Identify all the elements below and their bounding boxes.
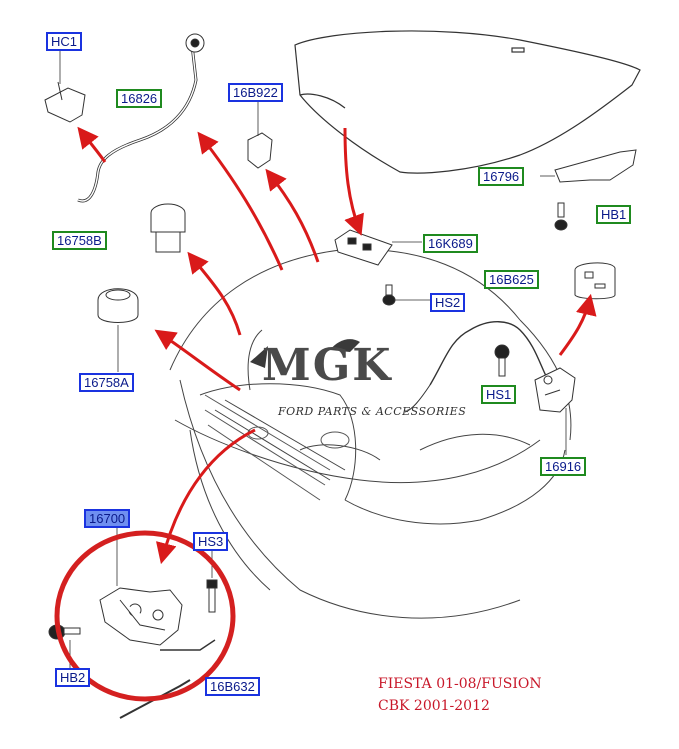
watermark-logo-graphic bbox=[250, 339, 360, 368]
watermark-subtitle: FORD PARTS & ACCESSORIES bbox=[278, 405, 467, 418]
grille bbox=[204, 394, 350, 501]
bonnet bbox=[294, 30, 641, 174]
bump-stop-16758b bbox=[150, 203, 186, 253]
label-16b625[interactable]: 16B625 bbox=[484, 270, 539, 289]
clip-hs1 bbox=[494, 344, 510, 377]
label-16796[interactable]: 16796 bbox=[478, 167, 525, 186]
clip-16b922 bbox=[247, 132, 273, 169]
label-16k689[interactable]: 16K689 bbox=[423, 234, 478, 253]
label-hs1[interactable]: HS1 bbox=[481, 385, 517, 404]
bolt-hs2 bbox=[382, 284, 396, 306]
clip-hc1 bbox=[44, 81, 86, 123]
label-hc1[interactable]: HC1 bbox=[46, 32, 83, 51]
striker-16k689 bbox=[334, 229, 393, 266]
label-16758a[interactable]: 16758A bbox=[79, 373, 134, 392]
rod-grommet bbox=[185, 33, 205, 53]
label-16826[interactable]: 16826 bbox=[116, 89, 163, 108]
pointer-arrows bbox=[77, 126, 597, 565]
support-rod-16826 bbox=[77, 44, 198, 203]
label-hs2[interactable]: HS2 bbox=[430, 293, 466, 312]
hood-lock-16700 bbox=[99, 587, 183, 646]
release-cable bbox=[429, 321, 549, 386]
bump-stop-16758a bbox=[97, 288, 139, 323]
label-16b632[interactable]: 16B632 bbox=[205, 677, 260, 696]
label-16758b[interactable]: 16758B bbox=[52, 231, 107, 250]
latch-16916 bbox=[534, 367, 576, 413]
label-16b922[interactable]: 16B922 bbox=[228, 83, 283, 102]
label-hb2[interactable]: HB2 bbox=[55, 668, 91, 687]
bolt-hs3 bbox=[206, 579, 218, 613]
car-body-outline bbox=[169, 248, 572, 619]
release-handle-16b625 bbox=[574, 262, 616, 300]
latch-reinforcement-16796 bbox=[554, 149, 637, 183]
caption-code: CBK 2001-2012 bbox=[378, 698, 490, 714]
watermark-logo: MGK bbox=[262, 340, 393, 391]
bolt-hb2 bbox=[48, 624, 81, 640]
cable-link-16b632 bbox=[119, 679, 191, 719]
label-16700[interactable]: 16700 bbox=[84, 509, 131, 528]
label-hs3[interactable]: HS3 bbox=[193, 532, 229, 551]
bolt-hb1 bbox=[554, 202, 568, 231]
label-16916[interactable]: 16916 bbox=[540, 457, 587, 476]
caption-model: FIESTA 01-08/FUSION bbox=[378, 676, 542, 692]
label-hb1[interactable]: HB1 bbox=[596, 205, 632, 224]
highlight-circle bbox=[54, 530, 236, 702]
